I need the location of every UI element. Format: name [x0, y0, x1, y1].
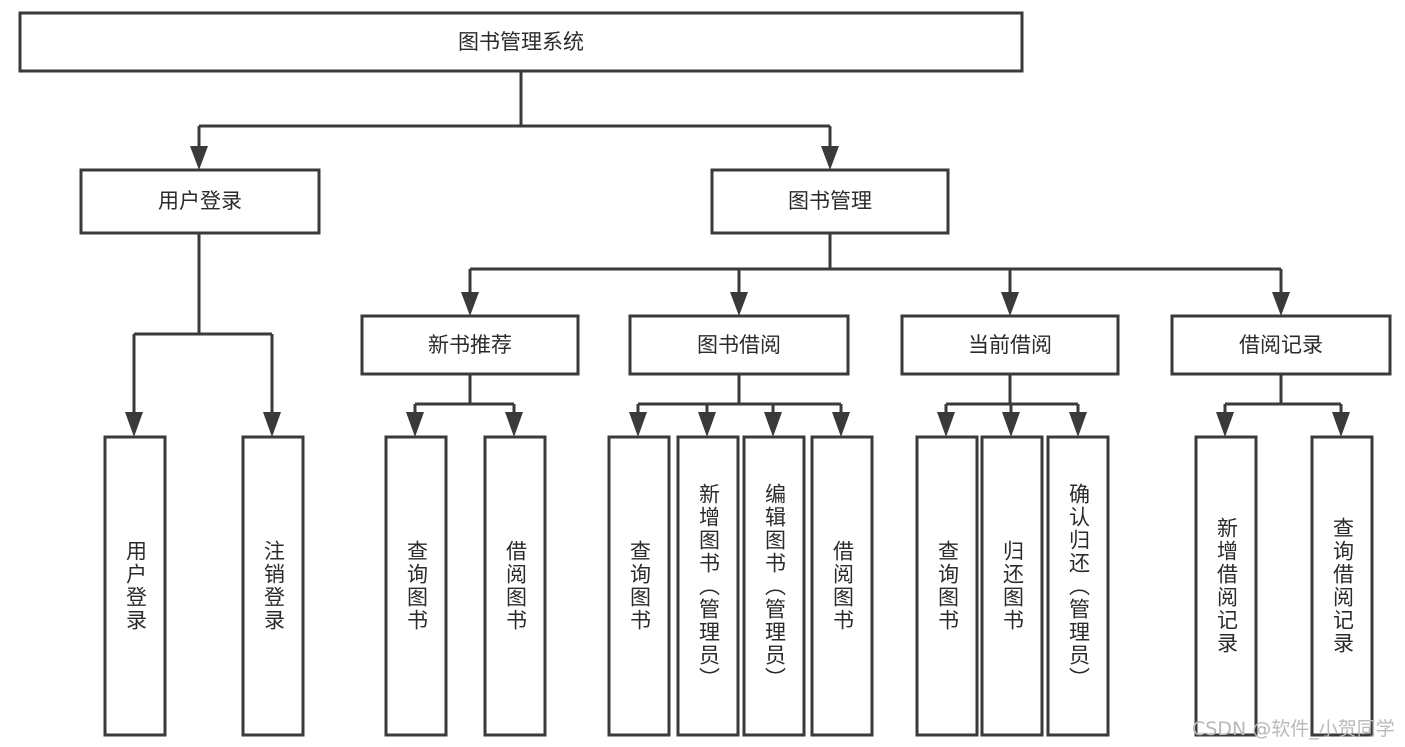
- node-book-borrow[interactable]: [628, 314, 850, 376]
- node-new-book-recommend-label: 新书推荐: [428, 333, 512, 357]
- nodes-group: 图书管理系统 用户登录 图书管理 新书推荐 图书借阅 当前借阅 借阅记录: [18, 11, 1392, 737]
- arrow-leaf-edit-book: [764, 412, 782, 437]
- arrow-leaf-add-book: [698, 412, 716, 437]
- arrow-leaf-query-book-3: [937, 412, 955, 437]
- node-leaf-borrow-book-1[interactable]: [483, 435, 547, 737]
- arrow-borrow-record: [1272, 292, 1290, 316]
- arrow-user-login: [190, 146, 208, 170]
- node-current-borrow-label: 当前借阅: [968, 333, 1052, 357]
- node-leaf-confirm-return[interactable]: [1046, 435, 1110, 737]
- node-book-manage-label: 图书管理: [788, 189, 872, 213]
- node-borrow-record[interactable]: [1170, 314, 1392, 376]
- node-leaf-user-login[interactable]: [103, 435, 167, 737]
- node-leaf-query-book-3[interactable]: [915, 435, 979, 737]
- arrow-leaf-user-login: [125, 412, 143, 437]
- node-leaf-query-record[interactable]: [1310, 435, 1374, 737]
- node-root[interactable]: [18, 11, 1024, 73]
- node-book-manage[interactable]: [710, 168, 950, 235]
- node-leaf-borrow-book-2[interactable]: [810, 435, 874, 737]
- node-leaf-add-record[interactable]: [1194, 435, 1258, 737]
- node-user-login[interactable]: [79, 168, 321, 235]
- arrow-leaf-query-record: [1332, 412, 1350, 437]
- node-leaf-add-book[interactable]: [676, 435, 740, 737]
- arrow-new-book: [461, 292, 479, 316]
- node-user-login-label: 用户登录: [158, 189, 242, 213]
- connectors-group: [125, 71, 1350, 437]
- node-leaf-return-book[interactable]: [980, 435, 1044, 737]
- arrow-leaf-query-book-2: [629, 412, 647, 437]
- arrow-leaf-query-book-1: [406, 412, 424, 437]
- node-leaf-user-logout[interactable]: [241, 435, 305, 737]
- node-borrow-record-label: 借阅记录: [1239, 333, 1323, 357]
- arrow-current-borrow: [1001, 292, 1019, 316]
- arrow-book-manage: [821, 146, 839, 170]
- arrow-leaf-borrow-book-1: [505, 412, 523, 437]
- arrow-leaf-confirm-return: [1069, 412, 1087, 437]
- node-current-borrow[interactable]: [900, 314, 1120, 376]
- node-new-book-recommend[interactable]: [360, 314, 580, 376]
- node-leaf-query-book-1[interactable]: [384, 435, 448, 737]
- csdn-watermark: CSDN @软件_小贺同学: [1192, 718, 1395, 740]
- arrow-leaf-add-record: [1216, 412, 1234, 437]
- arrow-leaf-return-book: [1002, 412, 1020, 437]
- arrow-book-borrow: [730, 292, 748, 316]
- node-leaf-query-book-2[interactable]: [607, 435, 671, 737]
- arrow-leaf-borrow-book-2: [832, 412, 850, 437]
- node-leaf-edit-book[interactable]: [742, 435, 806, 737]
- node-book-borrow-label: 图书借阅: [697, 333, 781, 357]
- arrow-leaf-user-logout: [263, 412, 281, 437]
- node-root-label: 图书管理系统: [458, 30, 584, 54]
